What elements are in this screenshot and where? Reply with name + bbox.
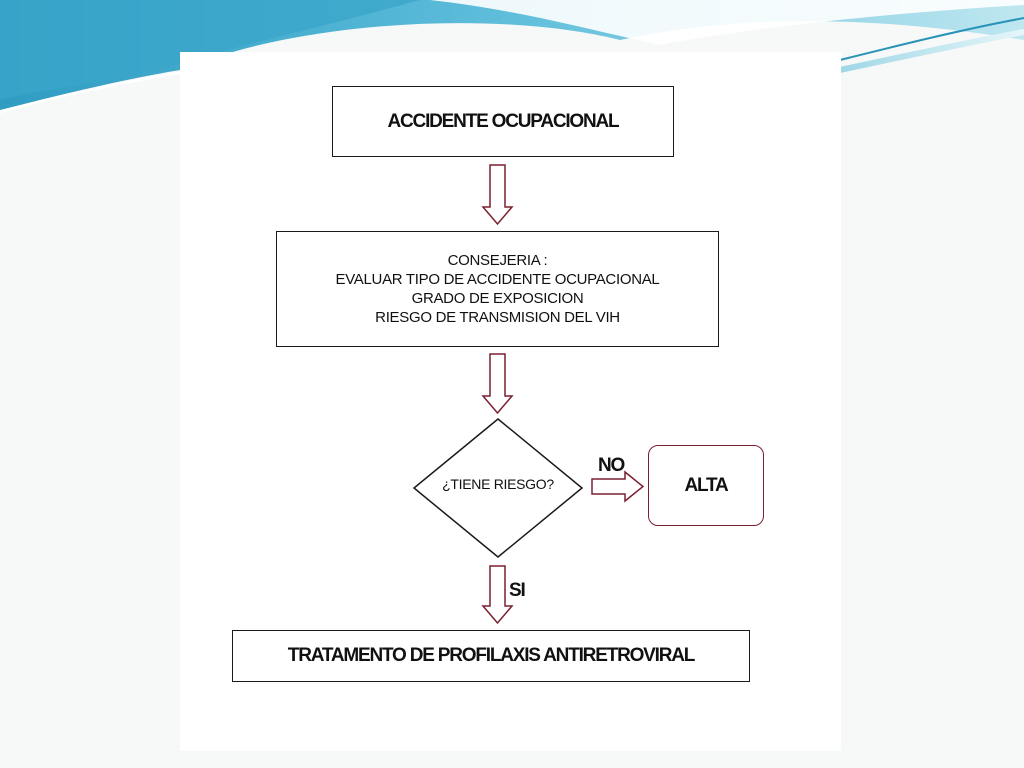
no-label: NO (598, 455, 624, 477)
alta-box-label: ALTA (684, 475, 727, 497)
consejeria-line-1: CONSEJERIA : (448, 251, 548, 270)
consejeria-line-4: RIESGO DE TRANSMISION DEL VIH (375, 308, 620, 327)
consejeria-line-3: GRADO DE EXPOSICION (412, 289, 584, 308)
start-box-label: ACCIDENTE OCUPACIONAL (388, 111, 619, 133)
consejeria-line-2: EVALUAR TIPO DE ACCIDENTE OCUPACIONAL (336, 270, 660, 289)
si-label: SI (509, 580, 525, 602)
decision-label: ¿TIENE RIESGO? (414, 476, 582, 492)
start-box: ACCIDENTE OCUPACIONAL (332, 86, 674, 157)
consejeria-box: CONSEJERIA : EVALUAR TIPO DE ACCIDENTE O… (276, 231, 719, 347)
treatment-box: TRATAMENTO DE PROFILAXIS ANTIRETROVIRAL (232, 630, 750, 682)
treatment-box-label: TRATAMENTO DE PROFILAXIS ANTIRETROVIRAL (288, 645, 694, 667)
alta-box: ALTA (648, 445, 764, 526)
